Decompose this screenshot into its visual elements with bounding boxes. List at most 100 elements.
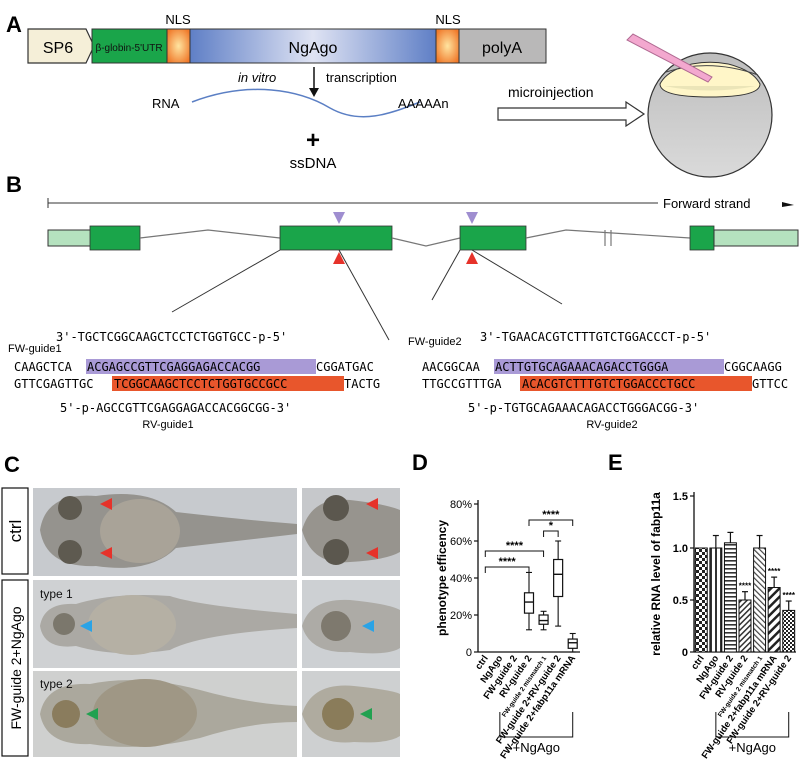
e-y-tick-label: 0.5 (673, 595, 688, 607)
e-bar (738, 599, 752, 653)
rv-guide2-name: RV-guide2 (586, 419, 637, 431)
panel-label-e: E (608, 450, 623, 475)
rv-guide2-site-marker (466, 252, 478, 264)
d-sig-label: * (549, 520, 554, 532)
d-box (553, 558, 564, 598)
construct-utr: β-globin-5'UTR (95, 43, 162, 54)
ssdna-label: ssDNA (290, 155, 337, 172)
injection-needle (626, 33, 713, 83)
forward-strand-label: Forward strand (663, 196, 750, 211)
sequence-block-guide1: FW-guide1 3'-TGCTCGGCAAGCTCCTCTGGTGCC-p-… (8, 330, 380, 431)
e-bar (694, 547, 708, 653)
d-sig-label: **** (506, 540, 524, 552)
construct-ngago: NgAgo (289, 40, 338, 57)
ctrl-row-label-box (1, 487, 29, 575)
d-ngago-bracket (499, 712, 574, 738)
nls-right-box (435, 28, 460, 64)
type1-label: type 1 (40, 587, 73, 601)
rv-guide1-name: RV-guide1 (142, 419, 193, 431)
e-bar (709, 547, 723, 653)
e-bar (723, 542, 737, 653)
ctrl-row-label: ctrl (6, 520, 25, 543)
d-sig-label: **** (499, 556, 517, 568)
nls-left-label: NLS (165, 12, 191, 27)
polya-tail-label: AAAAAn (398, 96, 449, 111)
target2-bot-a: TTGCCGTTTGA (422, 377, 502, 391)
e-bar (782, 609, 796, 653)
transcription-label: transcription (326, 70, 397, 85)
type2-label: type 2 (40, 677, 73, 691)
zebrafish-embryo (626, 33, 773, 178)
in-vitro-label: in vitro (238, 70, 276, 85)
target1-bot-a: GTTCGAGTTGC (14, 377, 93, 391)
fw-guide1-site-marker (333, 212, 345, 224)
plus-sign: + (306, 127, 320, 154)
d-y-tick-label: 40% (450, 573, 472, 585)
rv-guide1-site-marker (333, 252, 345, 264)
exon-target-1 (279, 225, 393, 251)
target2-bot-hl: ACACGTCTTTGTCTGGACCCTGCC (522, 377, 695, 391)
e-ngago-bracket (715, 712, 790, 738)
d-y-tick-label: 60% (450, 536, 472, 548)
d-box (567, 638, 578, 649)
d-box (538, 614, 549, 625)
target2-top-hl: ACTTGTGCAGAAACAGACCTGGGA (495, 360, 669, 374)
d-sig-label: **** (542, 509, 560, 521)
e-ngago-label: +NgAgo (729, 740, 776, 755)
rna-label: RNA (152, 96, 180, 111)
rv-guide1-seq: 5'-p-AGCCGTTCGAGGAGACCACGGCGG-3' (60, 401, 291, 415)
construct-polya: polyA (482, 40, 522, 57)
d-sig-bracket (543, 530, 559, 537)
e-sig-label: **** (768, 567, 781, 576)
fw-guide1-name: FW-guide1 (8, 343, 62, 355)
target1-top-b: CGGATGAC (316, 360, 374, 374)
rna-strand (191, 88, 421, 118)
d-sig-bracket (484, 566, 530, 573)
chart-e: 0 0.5 1.0 1.5 relative RNA level of fabp11a *… (649, 491, 796, 761)
target2-top-b: CGGCAAGG (724, 360, 782, 374)
e-y-tick-label: 0 (682, 647, 688, 659)
e-y-tick-label: 1.0 (673, 543, 688, 555)
sequence-block-guide2: FW-guide2 3'-TGAACACGTCTTTGTCTGGACCCT-p-… (408, 330, 788, 431)
treated-row-label: FW-guide 2+NgAgo (8, 606, 24, 729)
target2-bot-b: GTTCC (752, 377, 788, 391)
d-y-tick-label: 80% (450, 499, 472, 511)
sp6-promoter (27, 28, 95, 64)
polya-box (458, 28, 547, 64)
microinjection-label: microinjection (508, 84, 594, 100)
target2-top-a: AACGGCAA (422, 360, 481, 374)
micrographs (33, 488, 400, 757)
chart-d: 020%40%60%80%phenotype efficency********… (435, 499, 580, 761)
rv-guide2-seq: 5'-p-TGTGCAGAAACAGACCTGGGACGG-3' (468, 401, 699, 415)
d-box (523, 592, 535, 614)
panel-label-d: D (412, 450, 428, 475)
fw-guide1-seq: 3'-TGCTCGGCAAGCTCCTCTGGTGCC-p-5' (56, 330, 287, 344)
ngago-gene (189, 28, 437, 64)
panel-label-a: A (6, 12, 22, 37)
target1-bot-hl: TCGGCAAGCTCCTCTGGTGCCGCC (114, 377, 287, 391)
e-y-tick-label: 1.5 (673, 491, 688, 503)
fw-guide2-name: FW-guide2 (408, 336, 462, 348)
d-sig-bracket (484, 550, 545, 557)
gene-model (47, 225, 799, 251)
fw-guide2-site-marker (466, 212, 478, 224)
target1-top-a: CAAGCTCA (14, 360, 73, 374)
construct-diagram: SP6 β-globin-5'UTR NgAgo polyA NLS NLS (27, 12, 547, 64)
e-sig-label: **** (782, 591, 795, 600)
nls-right-label: NLS (435, 12, 461, 27)
treated-row-label-box (1, 579, 29, 757)
target1-top-hl: ACGAGCCGTTCGAGGAGACCACGG (87, 360, 260, 374)
d-sig-bracket (528, 519, 574, 526)
panel-label-b: B (6, 172, 22, 197)
d-y-tick-label: 0 (466, 647, 472, 659)
e-sig-label: **** (739, 582, 752, 591)
e-y-axis-label: relative RNA level of fabp11a (649, 492, 663, 656)
microinjection-arrow (497, 100, 646, 128)
d-ngago-label: +NgAgo (513, 740, 560, 755)
fw-guide2-seq: 3'-TGAACACGTCTTTGTCTGGACCCT-p-5' (480, 330, 711, 344)
d-y-tick-label: 20% (450, 610, 472, 622)
e-bar (753, 547, 767, 653)
nls-left-box (166, 28, 191, 64)
construct-sp6: SP6 (43, 40, 73, 57)
